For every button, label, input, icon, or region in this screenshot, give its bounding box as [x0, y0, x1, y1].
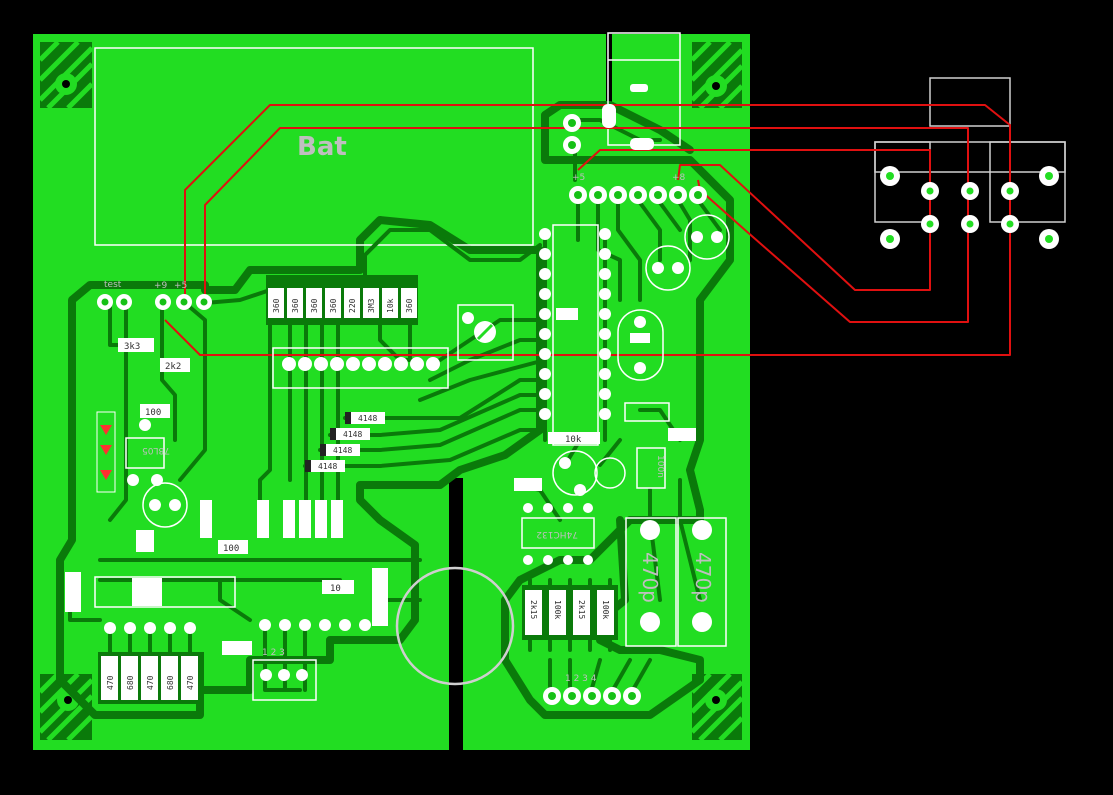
res-small-center [514, 478, 542, 491]
cap-left-label: 470p [638, 552, 662, 603]
board-slot-vertical [449, 478, 463, 750]
res-label-470-b: 470 [146, 675, 155, 690]
connector-3pin-label: 1 2 3 [262, 648, 285, 658]
diode-label-c: 4148 [333, 446, 352, 455]
display-connector-outline [272, 347, 449, 389]
res-2k2-label: 2k2 [165, 362, 181, 372]
res-100-a-label: 100 [145, 408, 161, 418]
res-3k3-label: 3k3 [124, 342, 140, 352]
film-cap-right [677, 517, 727, 647]
board-slot-top [606, 34, 612, 104]
battery-label: Bat [297, 132, 347, 162]
pin-label-plus8: +8 [672, 173, 686, 183]
ic-main-dil [539, 224, 611, 446]
header-pins-bottom [543, 687, 641, 705]
res-label-10k-top: 10k [386, 298, 395, 313]
res-680-vertical [65, 572, 81, 612]
res-label-360-c: 360 [310, 298, 319, 313]
res-label-2k15-b: 2k15 [577, 600, 586, 619]
left-header-label-a: +9 [154, 281, 168, 291]
display-connector-pads [282, 357, 440, 371]
res-pair-right [624, 402, 670, 422]
res-label-470-c: 470 [186, 675, 195, 690]
resistor-bank-bottom [98, 652, 204, 704]
res-1k-body [136, 530, 154, 552]
res-100-b-body [218, 540, 248, 554]
res-10-label: 10 [330, 584, 341, 594]
res-10-body [322, 580, 354, 594]
battery-outline [94, 47, 534, 246]
dc-jack-pads [563, 84, 654, 154]
res-label-220: 220 [348, 298, 357, 313]
res-label-3m3: 3M3 [367, 298, 376, 313]
ic-lower-dil [521, 503, 595, 565]
jumper-wires [164, 104, 1011, 356]
diode-label-a: 4148 [358, 414, 377, 423]
res-label-470-a: 470 [106, 675, 115, 690]
ic-regulator-label: 78L05 [142, 445, 170, 455]
res-label-100k-a: 100k [553, 600, 562, 619]
pad-row-bottom-left [104, 619, 371, 634]
external-connector [874, 77, 1066, 223]
connector-3pin-outline [252, 659, 317, 701]
res-100-a-body [140, 404, 170, 418]
mount-hole-tl [38, 40, 94, 110]
voltage-regulator [125, 419, 165, 486]
film-cap-left [625, 517, 677, 647]
mount-hole-br [690, 672, 744, 742]
resistor-10k-ic [548, 432, 600, 444]
diodes-left [96, 411, 116, 493]
ic-cap-outline [636, 447, 666, 489]
res-100-c-body [222, 641, 252, 655]
header-pins-top [569, 186, 707, 204]
transistor-array-outline [94, 576, 236, 608]
trimmer-potentiometer [457, 304, 514, 361]
left-header-label-b: +5 [174, 281, 187, 291]
res-label-680-a: 680 [126, 675, 135, 690]
ic-lower-label: 74HC132 [536, 529, 578, 539]
ic-upper-label: 10k [565, 435, 582, 445]
res-label-360-e: 360 [405, 298, 414, 313]
res-label-360-b: 360 [291, 298, 300, 313]
res-pair-middle [132, 578, 162, 606]
external-connector-pads [880, 166, 1059, 249]
mount-hole-tr [690, 40, 744, 110]
diode-label-b: 4148 [343, 430, 362, 439]
res-100-b-label: 100 [223, 544, 239, 554]
electrolytic-cap-left [142, 482, 188, 528]
diode-row-vertical [200, 500, 343, 538]
res-label-360-a: 360 [272, 298, 281, 313]
left-header-pads [97, 294, 212, 310]
ic-cap-label: 100n [655, 455, 665, 478]
resistor-bank-right [522, 585, 618, 640]
res-label-100k-b: 100k [601, 600, 610, 619]
res-4k7-vertical [372, 568, 388, 626]
pin-label-plus5: +5 [572, 173, 585, 183]
res-100-right [668, 428, 696, 441]
res-2k2-body [160, 358, 190, 372]
cap-right-label: 470p [691, 552, 715, 603]
bottom-pins-label: 1 2 3 4 [565, 674, 597, 684]
buzzer-outline [395, 566, 515, 686]
diode-column [305, 412, 385, 472]
res-3k3-body [118, 338, 154, 352]
res-label-680-b: 680 [166, 675, 175, 690]
res-label-2k15-a: 2k15 [529, 600, 538, 619]
electrolytic-cap-center [552, 450, 626, 496]
connector-3pin-pads [260, 669, 308, 681]
resistor-bank-top [266, 275, 418, 325]
electrolytic-caps-right [617, 214, 730, 381]
diode-label-d: 4148 [318, 462, 337, 471]
test-header-label: test [104, 280, 122, 290]
res-label-360-d: 360 [329, 298, 338, 313]
